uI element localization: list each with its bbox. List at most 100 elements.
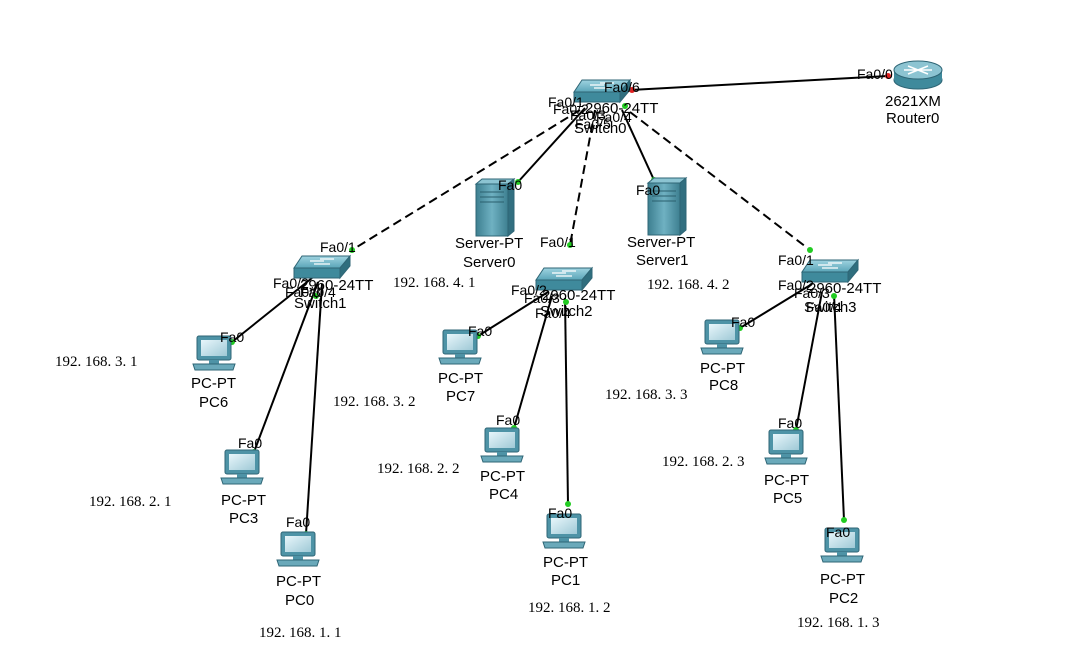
- device-model: PC-PT: [480, 468, 525, 485]
- port-label: Fa0/1: [540, 234, 576, 250]
- switch1[interactable]: Fa0/1 2960-24TT Switch1 Fa0/2 Fa0/3 Fa0/…: [273, 239, 373, 312]
- link-switch1-pc0[interactable]: [305, 283, 323, 535]
- device-model: PC-PT: [700, 360, 745, 377]
- device-name: Router0: [886, 110, 939, 127]
- ip-address: 192. 168. 4. 2: [647, 277, 730, 293]
- link-up-light: [807, 247, 813, 253]
- ip-address: 192. 168. 4. 1: [393, 275, 476, 291]
- link-switch0-server1[interactable]: [621, 109, 655, 181]
- pc-icon: [276, 531, 320, 567]
- link-up-light: [563, 299, 569, 305]
- device-name: Switch1: [294, 295, 347, 312]
- device-model: PC-PT: [543, 554, 588, 571]
- pc5[interactable]: Fa0 PC-PT PC5 192. 168. 2. 3: [662, 415, 809, 507]
- device-model: 2621XM: [885, 93, 941, 110]
- link-up-light: [349, 247, 355, 253]
- pc8[interactable]: Fa0 PC-PT PC8 192. 168. 3. 3: [605, 314, 755, 403]
- port-label: Fa0: [238, 435, 262, 451]
- device-model: Server-PT: [627, 234, 695, 251]
- device-name: PC8: [709, 377, 738, 394]
- link-switch0-server0[interactable]: [517, 107, 586, 183]
- ip-address: 192. 168. 3. 3: [605, 387, 688, 403]
- pc1[interactable]: Fa0 PC-PT PC1 192. 168. 1. 2: [528, 505, 611, 616]
- link-switch3-pc2[interactable]: [833, 293, 845, 521]
- ip-address: 192. 168. 3. 2: [333, 394, 416, 410]
- port-label: Fa0/3: [570, 107, 606, 123]
- server1[interactable]: Fa0 Server-PT Server1 192. 168. 4. 2: [627, 177, 730, 293]
- port-label: Fa0: [220, 329, 244, 345]
- link-switch2-pc1[interactable]: [564, 297, 569, 505]
- port-label: Fa0/1: [320, 239, 356, 255]
- pc7[interactable]: Fa0 PC-PT PC7 192. 168. 3. 2: [333, 323, 492, 410]
- port-label: Fa0/3: [285, 284, 321, 300]
- port-label: Fa0: [826, 524, 850, 540]
- link-switch1-pc6[interactable]: [231, 277, 313, 343]
- link-switch3-pc8[interactable]: [739, 283, 813, 329]
- device-model: 2960-24TT: [300, 277, 373, 294]
- switch3[interactable]: Fa0/1 2960-24TT Switch3 Fa0/2 Fa0/3 Fa0/…: [778, 252, 881, 316]
- ip-address: 192. 168. 2. 3: [662, 454, 745, 470]
- device-name: PC6: [199, 394, 228, 411]
- port-label: Fa0/4: [806, 299, 842, 315]
- device-name: Server1: [636, 252, 689, 269]
- server0[interactable]: Fa0 Server-PT Server0 192. 168. 4. 1: [393, 177, 523, 291]
- device-name: PC3: [229, 510, 258, 527]
- link-switch2-pc7[interactable]: [477, 291, 549, 337]
- port-label: Fa0/4: [596, 109, 632, 125]
- link-switch3-pc5[interactable]: [795, 291, 823, 431]
- router0[interactable]: Fa0/0 2621XM Router0: [857, 60, 943, 127]
- port-label: Fa0/3: [524, 290, 560, 306]
- pc0[interactable]: Fa0 PC-PT PC0 192. 168. 1. 1: [259, 514, 342, 641]
- pc4[interactable]: Fa0 PC-PT PC4 192. 168. 2. 2: [377, 412, 525, 503]
- ip-address: 192. 168. 1. 1: [259, 625, 342, 641]
- link-up-light: [831, 293, 837, 299]
- links-layer: [231, 75, 889, 535]
- port-label: Fa0: [636, 182, 660, 198]
- pc-icon: [764, 429, 808, 465]
- port-label: Fa0/4: [535, 305, 571, 321]
- device-model: PC-PT: [438, 370, 483, 387]
- ip-address: 192. 168. 1. 3: [797, 615, 880, 631]
- port-label: Fa0/1: [548, 94, 584, 110]
- port-label: Fa0/2: [778, 277, 814, 293]
- ip-address: 192. 168. 2. 2: [377, 461, 460, 477]
- ip-address: 192. 168. 3. 1: [55, 354, 138, 370]
- ip-address: 192. 168. 1. 2: [528, 600, 611, 616]
- pc3[interactable]: Fa0 PC-PT PC3 192. 168. 2. 1: [89, 435, 266, 527]
- switch2[interactable]: Fa0/1 2960-24TT Switch2 Fa0/2 Fa0/3 Fa0/…: [511, 234, 615, 321]
- device-model: 2960-24TT: [585, 100, 658, 117]
- link-switch1-pc3[interactable]: [253, 281, 319, 453]
- pc-icon: [220, 449, 264, 485]
- device-name: Switch2: [540, 303, 593, 320]
- link-router0-switch0[interactable]: [629, 75, 889, 91]
- device-name: Switch0: [574, 120, 627, 137]
- pc2[interactable]: Fa0 PC-PT PC2 192. 168. 1. 3: [797, 524, 880, 631]
- router-icon: [893, 60, 943, 90]
- port-label: Fa0/2: [273, 275, 309, 291]
- port-label: Fa0/0: [857, 66, 893, 82]
- link-switch0-switch3[interactable]: [629, 111, 811, 251]
- port-label: Fa0: [498, 177, 522, 193]
- device-model: PC-PT: [191, 375, 236, 392]
- device-model: PC-PT: [276, 573, 321, 590]
- link-up-light: [515, 179, 521, 185]
- switch0[interactable]: Fa0/6 2960-24TT Switch0 Fa0/1 Fa0/2 Fa0/…: [548, 79, 658, 137]
- link-up-light: [313, 293, 319, 299]
- link-switch0-switch2[interactable]: [569, 109, 596, 246]
- device-model: PC-PT: [764, 472, 809, 489]
- port-label: Fa0: [731, 314, 755, 330]
- link-switch2-pc4[interactable]: [513, 295, 553, 429]
- device-name: Server0: [463, 254, 516, 271]
- port-label: Fa0/2: [511, 282, 547, 298]
- link-up-light: [567, 242, 573, 248]
- device-name: PC0: [285, 592, 314, 609]
- device-model: 2960-24TT: [542, 287, 615, 304]
- link-switch0-switch1[interactable]: [351, 109, 581, 251]
- device-name: Switch3: [804, 299, 857, 316]
- pc6[interactable]: Fa0 PC-PT PC6 192. 168. 3. 1: [55, 329, 244, 411]
- link-up-light: [565, 501, 571, 507]
- pc-icon: [480, 427, 524, 463]
- device-name: PC7: [446, 388, 475, 405]
